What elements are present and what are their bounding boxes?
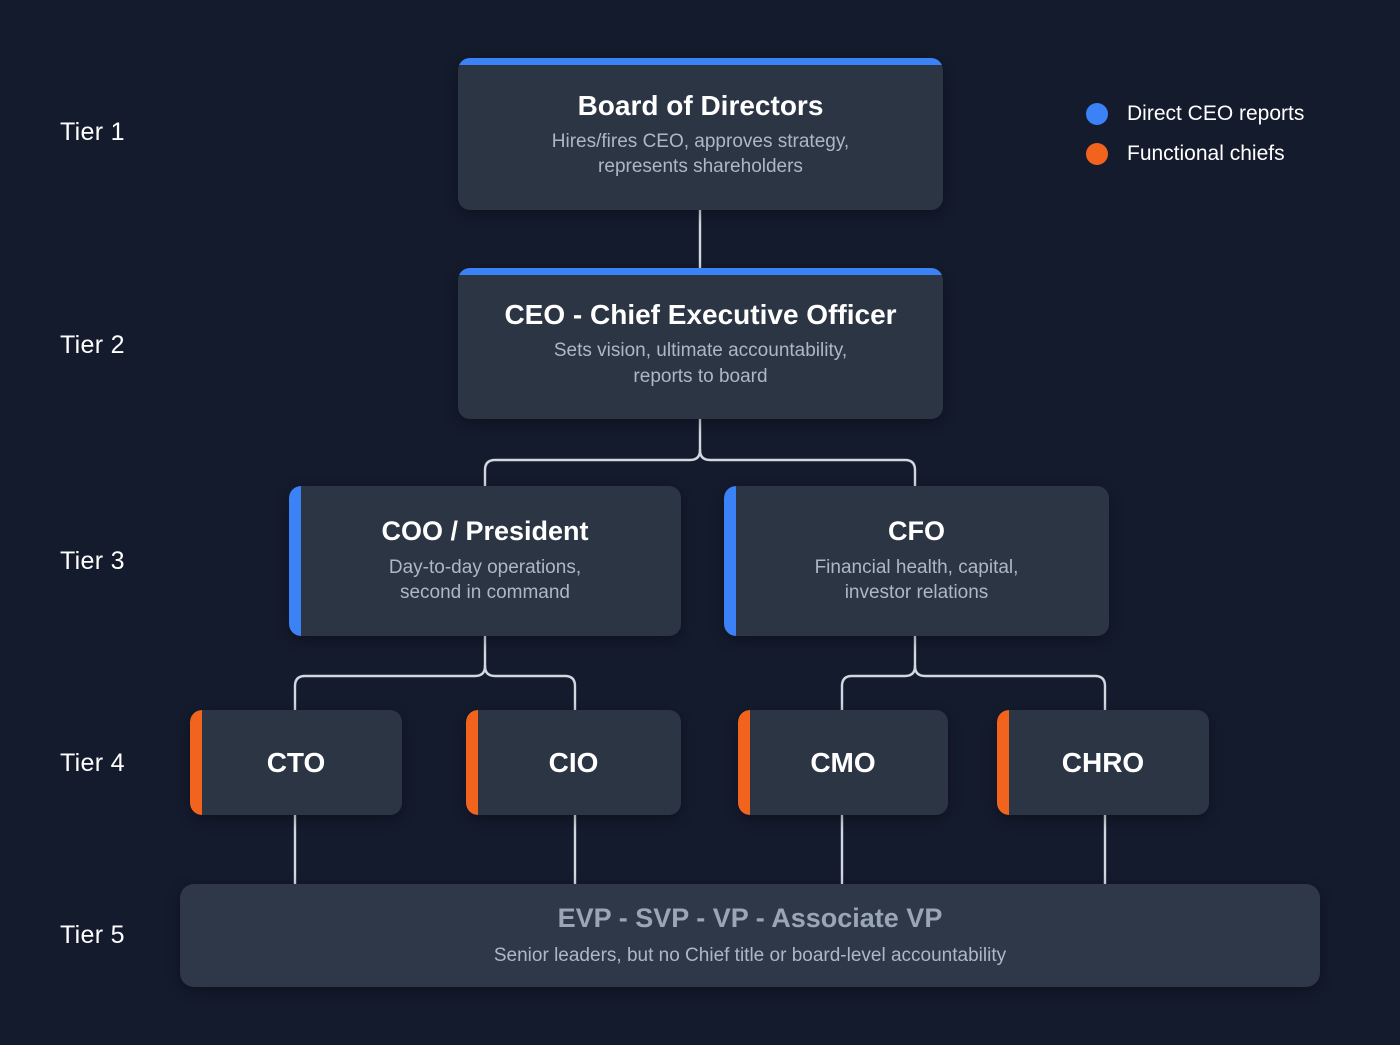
node-description: Senior leaders, but no Chief title or bo… <box>493 945 1007 967</box>
tier-label-2: Tier 2 <box>60 331 125 359</box>
node-title: CMO <box>810 746 876 778</box>
edge-ceo-cfo <box>698 448 917 488</box>
node-cio[interactable]: CIO <box>466 710 681 815</box>
accent-stripe-left-orange <box>190 710 202 815</box>
tier-label-5: Tier 5 <box>60 921 125 949</box>
node-description: Hires/fires CEO, approves strategy, repr… <box>551 130 850 178</box>
node-description: Sets vision, ultimate accountability, re… <box>553 340 848 387</box>
node-title: CHRO <box>1061 746 1145 778</box>
legend-item-label: Direct CEO reports <box>1127 102 1305 125</box>
accent-stripe-left-orange <box>738 710 750 815</box>
accent-stripe-left-blue <box>289 486 301 636</box>
node-title: Board of Directors <box>577 89 824 121</box>
node-board-of-directors[interactable]: Board of Directors Hires/fires CEO, appr… <box>458 58 943 210</box>
node-description: Day-to-day operations, second in command <box>388 557 582 604</box>
legend-item-direct-ceo-reports: Direct CEO reports <box>1086 94 1304 134</box>
accent-stripe-top-blue <box>458 58 943 65</box>
node-cmo[interactable]: CMO <box>738 710 948 815</box>
node-ceo[interactable]: CEO - Chief Executive Officer Sets visio… <box>458 268 943 419</box>
node-description: Financial health, capital, investor rela… <box>814 557 1019 604</box>
node-title: EVP - SVP - VP - Associate VP <box>557 902 943 933</box>
node-title: COO / President <box>381 516 589 547</box>
node-title: CEO - Chief Executive Officer <box>504 299 897 331</box>
legend: Direct CEO reports Functional chiefs <box>1086 94 1304 174</box>
node-title: CIO <box>548 746 599 778</box>
accent-stripe-left-orange <box>466 710 478 815</box>
legend-item-functional-chiefs: Functional chiefs <box>1086 134 1304 174</box>
node-coo-president[interactable]: COO / President Day-to-day operations, s… <box>289 486 681 636</box>
orange-dot-icon <box>1086 143 1108 165</box>
edge-ceo-coo <box>483 448 702 488</box>
node-chro[interactable]: CHRO <box>997 710 1209 815</box>
accent-stripe-left-orange <box>997 710 1009 815</box>
node-cto[interactable]: CTO <box>190 710 402 815</box>
edge-coo-cio <box>483 664 577 712</box>
tier-label-4: Tier 4 <box>60 749 125 777</box>
tier-label-1: Tier 1 <box>60 118 125 146</box>
edge-cfo-cmo <box>840 664 917 712</box>
edge-coo-cto <box>293 664 487 712</box>
legend-item-label: Functional chiefs <box>1127 142 1285 165</box>
blue-dot-icon <box>1086 103 1108 125</box>
edge-cfo-chro <box>913 664 1107 712</box>
accent-stripe-top-blue <box>458 268 943 275</box>
node-cfo[interactable]: CFO Financial health, capital, investor … <box>724 486 1109 636</box>
node-title: CTO <box>266 746 326 778</box>
accent-stripe-left-blue <box>724 486 736 636</box>
node-title: CFO <box>888 516 945 547</box>
node-vp-band[interactable]: EVP - SVP - VP - Associate VP Senior lea… <box>180 884 1320 987</box>
tier-label-3: Tier 3 <box>60 547 125 575</box>
